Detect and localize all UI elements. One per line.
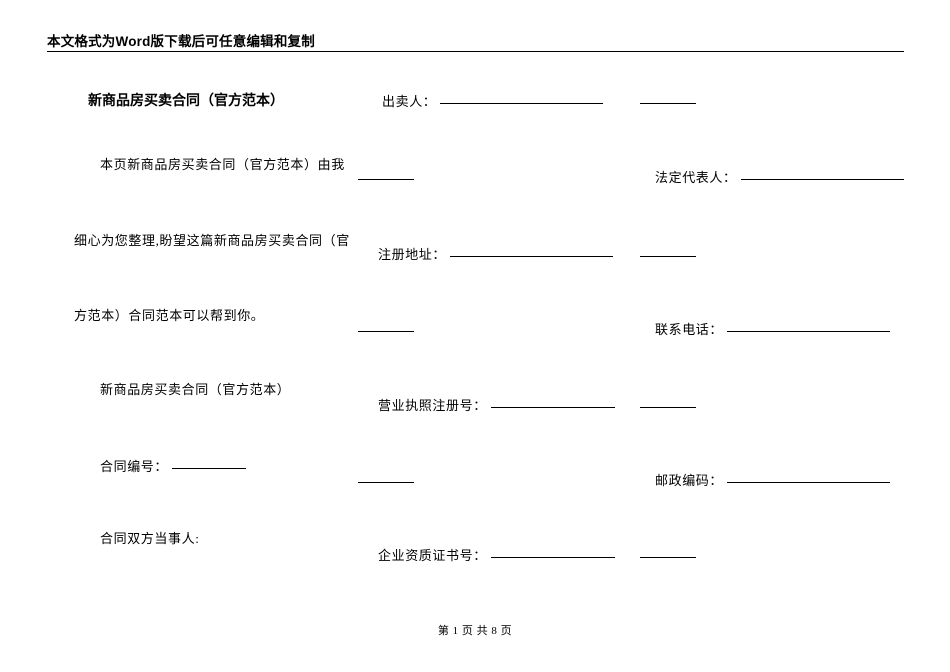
header-notice: 本文格式为Word版下载后可任意编辑和复制: [47, 34, 315, 49]
field-seller-blank-extra[interactable]: [640, 103, 696, 104]
field-registered-address-blank-extra[interactable]: [640, 256, 696, 257]
page-indicator: 第 1 页 共 8 页: [437, 625, 513, 637]
field-business-license-number: 营业执照注册号：: [378, 395, 615, 414]
field-contact-phone-label: 联系电话：: [655, 322, 724, 337]
field-contact-phone-blank-extra[interactable]: [358, 331, 414, 332]
field-seller-blank[interactable]: [440, 103, 604, 104]
field-enterprise-qualification-certificate-blank[interactable]: [490, 557, 615, 558]
paragraph-4: 新商品房买卖合同（官方范本）: [100, 382, 291, 397]
field-seller: 出卖人：: [382, 91, 604, 110]
field-legal-representative-blank-extra[interactable]: [358, 179, 414, 180]
field-contract-number: 合同编号：: [100, 456, 247, 475]
field-legal-representative-blank[interactable]: [740, 179, 904, 180]
field-enterprise-qualification-certificate-label: 企业资质证书号：: [378, 548, 487, 563]
field-enterprise-qualification-certificate-blank-extra[interactable]: [640, 557, 696, 558]
field-seller-label: 出卖人：: [382, 94, 437, 109]
field-postal-code: 邮政编码：: [655, 470, 891, 489]
field-contact-phone-blank[interactable]: [727, 331, 891, 332]
field-enterprise-qualification-certificate: 企业资质证书号：: [378, 545, 615, 564]
field-business-license-number-blank-extra[interactable]: [640, 407, 696, 408]
field-contract-parties: 合同双方当事人:: [100, 528, 199, 547]
field-contract-parties-label: 合同双方当事人:: [100, 531, 200, 546]
field-postal-code-blank-extra[interactable]: [358, 482, 414, 483]
paragraph-3: 方范本）合同范本可以帮到你。: [74, 308, 265, 323]
field-legal-representative-label: 法定代表人：: [655, 170, 737, 185]
field-business-license-number-label: 营业执照注册号：: [378, 398, 487, 413]
paragraph-1: 本页新商品房买卖合同（官方范本）由我: [100, 157, 345, 172]
header-divider: [47, 51, 904, 52]
paragraph-2: 细心为您整理,盼望这篇新商品房买卖合同（官: [74, 233, 350, 248]
field-business-license-number-blank[interactable]: [490, 407, 615, 408]
field-registered-address: 注册地址：: [378, 244, 614, 263]
field-contract-number-blank[interactable]: [172, 468, 247, 469]
field-registered-address-label: 注册地址：: [378, 247, 447, 262]
document-title: 新商品房买卖合同（官方范本）: [88, 92, 284, 108]
field-postal-code-blank[interactable]: [727, 482, 891, 483]
field-legal-representative: 法定代表人：: [655, 167, 904, 186]
field-postal-code-label: 邮政编码：: [655, 473, 724, 488]
field-contract-number-label: 合同编号：: [100, 459, 169, 474]
field-contact-phone: 联系电话：: [655, 319, 891, 338]
field-registered-address-blank[interactable]: [450, 256, 614, 257]
